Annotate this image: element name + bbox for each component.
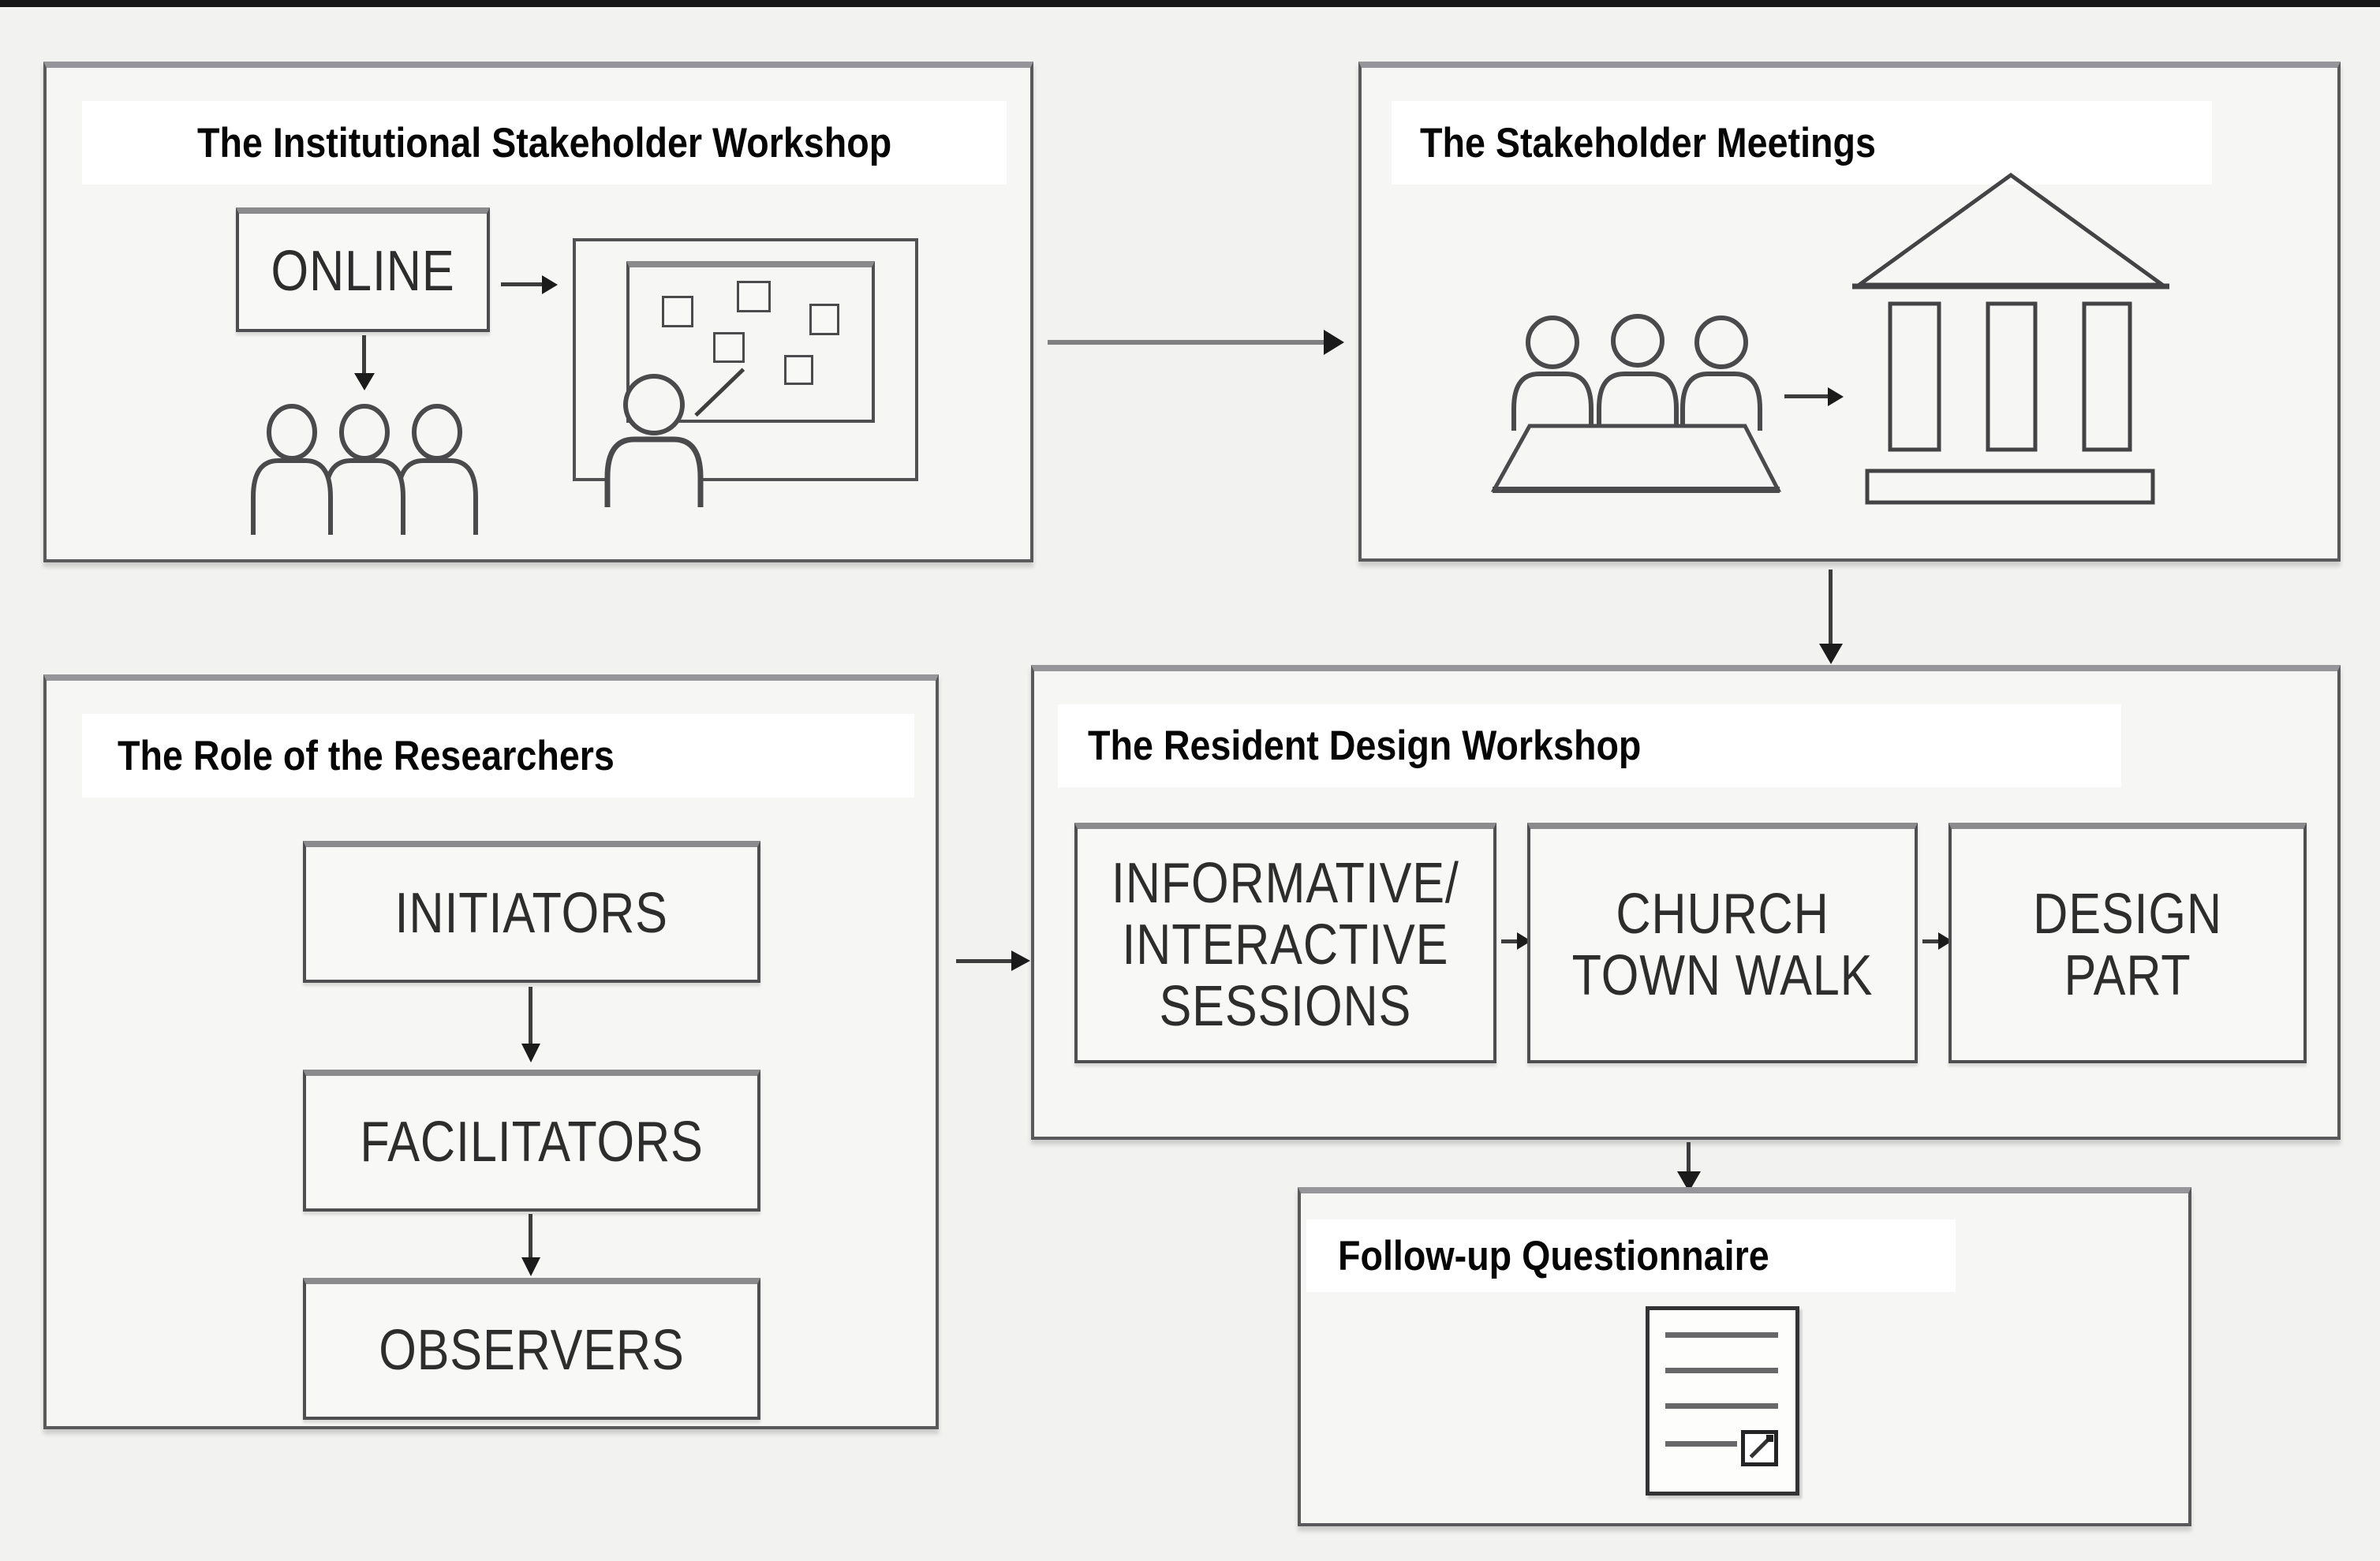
step-line: INFORMATIVE/ (1112, 851, 1459, 915)
panel-researchers-roles: The Role of the Researchers INITIATORS F… (43, 674, 939, 1429)
step-line: INTERACTIVE (1122, 913, 1449, 977)
online-box: ONLINE (236, 207, 490, 332)
arrow-people-to-building-line (1784, 394, 1828, 398)
panel-title: The Institutional Stakeholder Workshop (196, 119, 892, 166)
step-line: SESSIONS (1159, 974, 1412, 1038)
step-box-informative-sessions: INFORMATIVE/ INTERACTIVE SESSIONS (1074, 823, 1496, 1063)
panel-institutional-workshop: The Institutional Stakeholder Workshop O… (43, 62, 1033, 562)
title-band: The Stakeholder Meetings (1392, 101, 2212, 185)
step-label: CHURCH TOWN WALK (1572, 883, 1874, 1006)
institution-building-icon (1852, 172, 2169, 505)
sticky-note-icon (737, 281, 771, 312)
arrow-meetings-to-resident-head (1819, 644, 1843, 664)
sticky-note-icon (713, 332, 745, 363)
sticky-note-icon (809, 304, 839, 335)
arrow-institutional-to-meetings-line (1048, 340, 1324, 345)
role-box-facilitators: FACILITATORS (303, 1070, 760, 1212)
role-label: FACILITATORS (360, 1111, 704, 1174)
top-border-bar (0, 0, 2380, 7)
meeting-table-people-icon (1490, 314, 1782, 493)
presenter-icon (604, 374, 704, 507)
arrow-online-to-board-head (542, 275, 558, 294)
sticky-note-icon (784, 355, 813, 385)
document-text-line (1665, 1403, 1778, 1409)
arrow-resident-to-questionnaire-line (1687, 1142, 1691, 1172)
document-text-line (1665, 1441, 1737, 1447)
questionnaire-document-icon (1646, 1306, 1799, 1496)
arrow-walk-to-design-line (1922, 939, 1938, 943)
step-line: DESIGN (2033, 882, 2222, 946)
check-corner (1766, 1435, 1773, 1442)
arrow-initiators-to-facilitators-line (529, 987, 532, 1044)
checkbox-icon (1741, 1430, 1778, 1466)
step-line: PART (2064, 943, 2191, 1007)
panel-title: Follow-up Questionnaire (1338, 1232, 1769, 1279)
title-band: Follow-up Questionnaire (1306, 1219, 1956, 1292)
arrow-facilitators-to-observers-head (521, 1257, 540, 1276)
title-band: The Role of the Researchers (82, 714, 914, 797)
arrow-initiators-to-facilitators-head (521, 1044, 540, 1062)
role-label: OBSERVERS (379, 1319, 685, 1382)
arrow-meetings-to-resident-line (1829, 570, 1833, 644)
arrow-institutional-to-meetings-head (1324, 330, 1344, 355)
step-label: DESIGN PART (2033, 883, 2222, 1006)
step-box-church-town-walk: CHURCH TOWN WALK (1527, 823, 1918, 1063)
online-label: ONLINE (271, 240, 455, 303)
arrow-people-to-building-head (1828, 387, 1844, 406)
arrow-facilitators-to-observers-line (529, 1214, 532, 1257)
arrow-researchers-to-resident-line (956, 959, 1011, 963)
panel-resident-workshop: The Resident Design Workshop INFORMATIVE… (1031, 665, 2341, 1140)
panel-followup-questionnaire: Follow-up Questionnaire (1298, 1187, 2191, 1526)
document-text-line (1665, 1332, 1778, 1338)
step-line: TOWN WALK (1571, 943, 1874, 1007)
panel-title: The Stakeholder Meetings (1420, 119, 1876, 166)
arrow-online-to-board-line (501, 282, 542, 286)
panel-title: The Role of the Researchers (118, 732, 615, 779)
audience-people-icon (251, 404, 478, 535)
panel-title: The Resident Design Workshop (1088, 723, 1642, 769)
step-box-design-part: DESIGN PART (1948, 823, 2307, 1063)
panel-stakeholder-meetings: The Stakeholder Meetings (1358, 62, 2341, 562)
arrow-sessions-to-walk-line (1501, 939, 1517, 943)
role-box-initiators: INITIATORS (303, 841, 760, 983)
step-label: INFORMATIVE/ INTERACTIVE SESSIONS (1112, 853, 1459, 1037)
role-label: INITIATORS (394, 882, 669, 945)
workshop-whiteboard-icon (573, 238, 918, 481)
role-box-observers: OBSERVERS (303, 1278, 760, 1420)
sticky-note-icon (662, 296, 693, 327)
whiteboard-inner-board (626, 261, 875, 423)
arrow-researchers-to-resident-head (1011, 950, 1030, 971)
step-line: CHURCH (1616, 882, 1829, 946)
title-band: The Institutional Stakeholder Workshop (82, 101, 1007, 185)
title-band: The Resident Design Workshop (1058, 704, 2121, 787)
arrow-online-to-audience-head (354, 373, 375, 390)
arrow-online-to-audience-line (362, 335, 366, 373)
document-text-line (1665, 1368, 1778, 1373)
